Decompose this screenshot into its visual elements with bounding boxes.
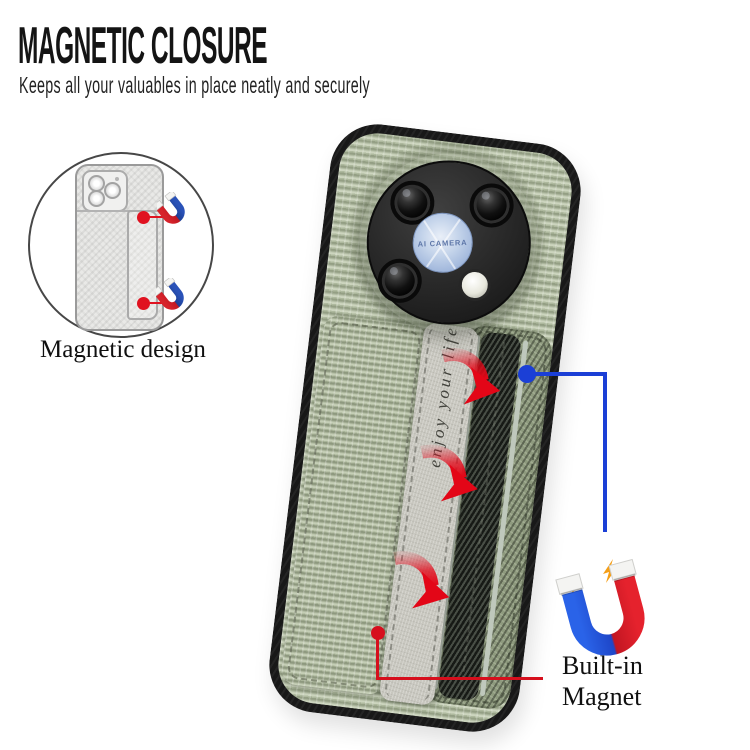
- magnet-point-dot-red: [371, 626, 385, 640]
- page-subtitle: Keeps all your valuables in place neatly…: [19, 72, 370, 98]
- callout-line-blue: [603, 372, 607, 532]
- sketch-lens-icon: [88, 190, 105, 207]
- phone-case-photo: enjoy your life AI CAMERA: [263, 118, 587, 738]
- insert-arrow-icon: [441, 348, 501, 405]
- page-title: MAGNETIC CLOSURE: [18, 17, 268, 75]
- magnet-point-dot: [137, 211, 150, 224]
- sketch-camera-block: [82, 170, 128, 212]
- horseshoe-magnet-small-icon: [157, 192, 185, 224]
- magnet-point-dot: [137, 297, 150, 310]
- sketch-lens-icon: [104, 182, 121, 199]
- case-sketch: [75, 164, 164, 331]
- insert-arrow-icon: [420, 444, 478, 502]
- callout-line-blue: [526, 372, 607, 376]
- callout-line-red: [376, 677, 543, 680]
- callout-line-red: [376, 635, 379, 679]
- magnetic-design-label: Magnetic design: [40, 336, 206, 363]
- disc-label: AI CAMERA: [417, 237, 468, 249]
- flash-led: [456, 267, 493, 303]
- built-in-magnet-label: Built-in Magnet: [562, 650, 643, 712]
- insert-arrow-icon: [393, 551, 450, 609]
- case-back: enjoy your life AI CAMERA: [273, 128, 577, 728]
- sketch-seam: [77, 210, 162, 212]
- horseshoe-magnet-small-icon: [156, 278, 184, 310]
- built-in-magnet-line1: Built-in: [562, 651, 643, 680]
- magnet-pointer-line: [148, 216, 165, 218]
- feature-circle: [28, 152, 214, 338]
- horseshoe-magnet-icon: [555, 558, 645, 656]
- sketch-flash-icon: [115, 177, 119, 181]
- magnet-pointer-line: [148, 302, 165, 304]
- built-in-magnet-line2: Magnet: [562, 682, 642, 712]
- camera-lens: [467, 180, 517, 230]
